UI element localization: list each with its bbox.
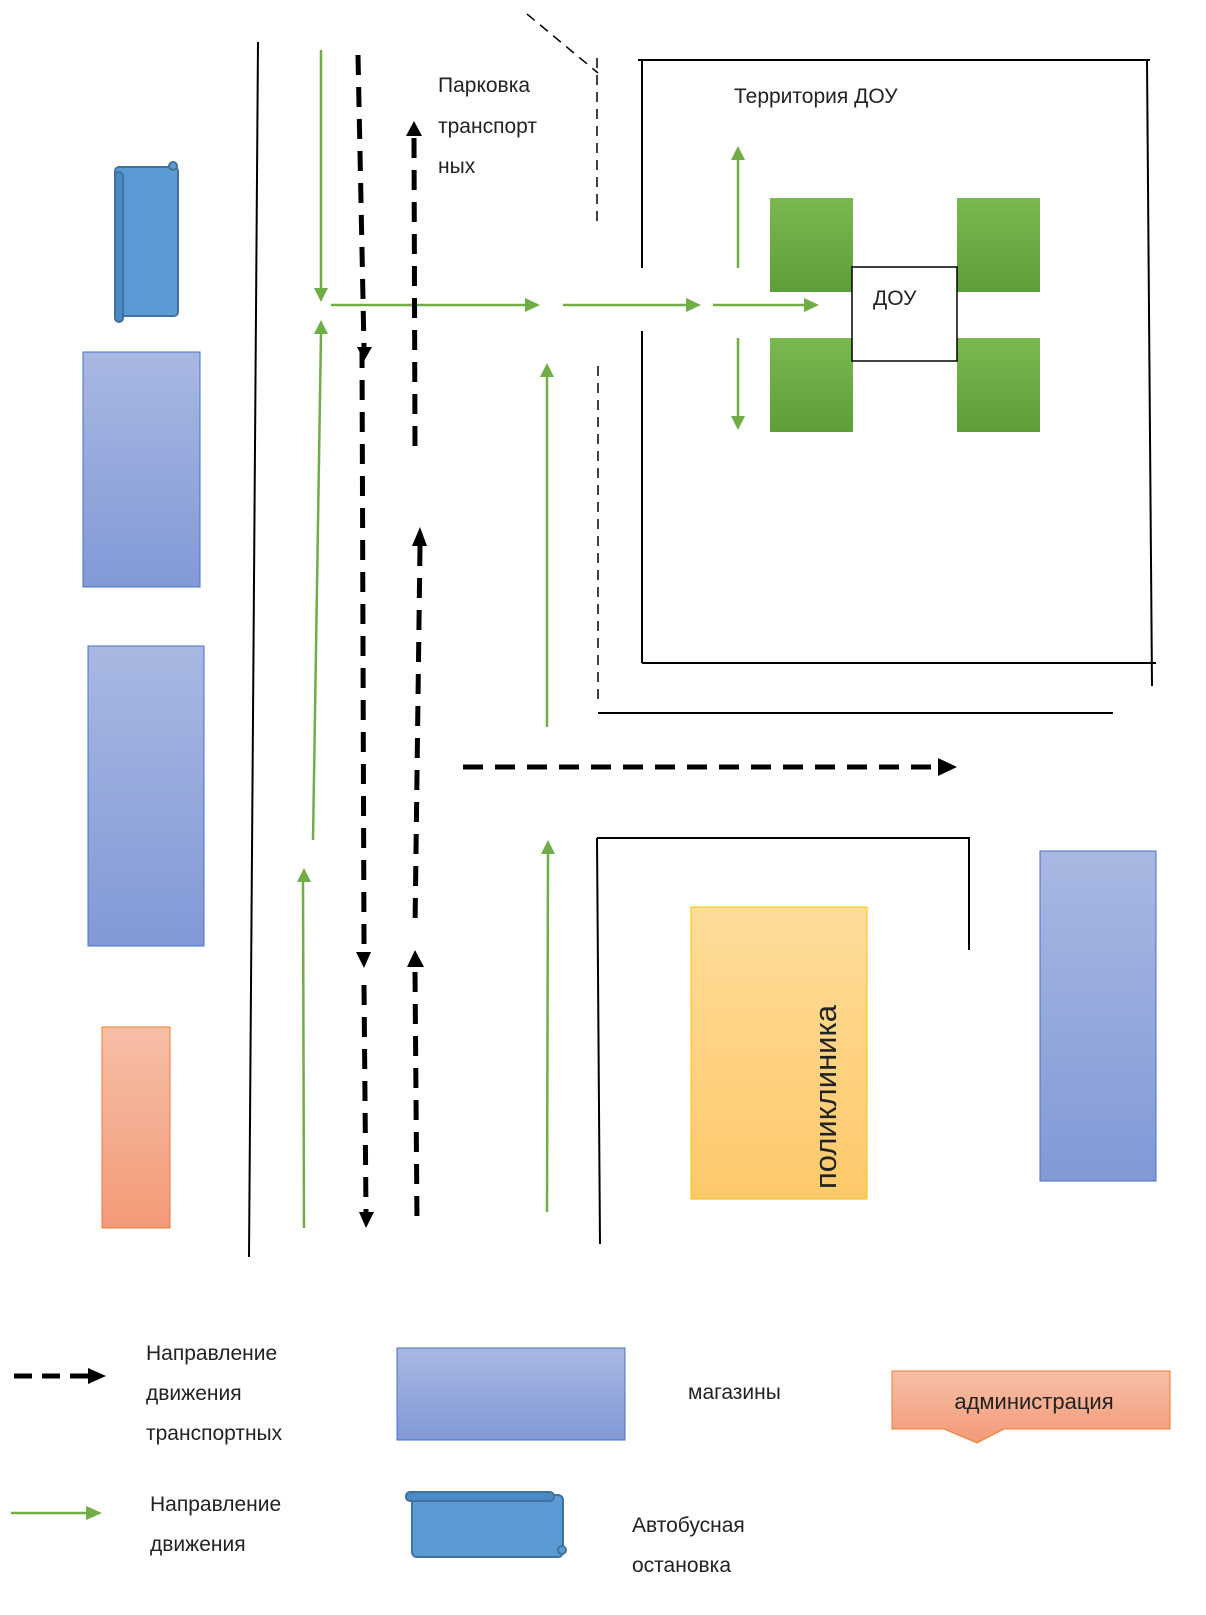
legend-pedestrian-arrow-head: [86, 1506, 102, 1520]
legend-shop-swatch: [396, 1347, 626, 1441]
dou-territory-boundary: [638, 59, 1156, 687]
vehicle-arrow-heads: [356, 121, 957, 1228]
parking-label-line1: Парковка: [438, 74, 530, 97]
legend-bus-stop-line2: остановка: [632, 1554, 731, 1577]
legend-admin-label: администрация: [954, 1389, 1113, 1414]
bus-stop-icon: [114, 161, 179, 323]
legend-bus-stop-line1: Автобусная: [632, 1514, 745, 1537]
pedestrian-arrows: [297, 50, 819, 1229]
legend-pedestrians-line1: Направление: [150, 1493, 281, 1516]
vehicle-arrows: [355, 54, 938, 1223]
legend-vehicles-line2: движения: [146, 1382, 242, 1405]
polyclinic-label: поликлиника: [808, 1004, 843, 1189]
shop-building-1: [82, 351, 201, 588]
green-area-top-right: [957, 198, 1040, 292]
parking-dash-diagonal: [526, 13, 599, 74]
green-area-bottom-left: [770, 338, 853, 432]
green-area-bottom-right: [957, 338, 1040, 432]
parking-label-line3: ных: [438, 155, 476, 178]
legend-vehicles-line1: Направление: [146, 1342, 277, 1365]
legend-bus-stop-icon: [405, 1491, 567, 1558]
administration-building: [101, 1026, 171, 1229]
legend-admin-callout: [891, 1370, 1171, 1444]
legend-shops-label: магазины: [688, 1381, 781, 1404]
clinic-yard-boundary: [596, 837, 970, 1245]
green-area-top-left: [770, 198, 853, 292]
road-edge-left: [248, 41, 259, 1258]
parking-label-line2: транспорт: [438, 115, 537, 138]
shop-building-2: [87, 645, 205, 947]
dou-territory-label: Территория ДОУ: [734, 85, 898, 108]
legend-vehicles-line3: транспортных: [146, 1422, 283, 1445]
legend-vehicle-arrow-head: [88, 1368, 106, 1384]
legend: Направление движения транспортных магази…: [11, 1342, 1171, 1577]
dou-building: [851, 266, 958, 362]
polyclinic-building: [690, 906, 868, 1200]
shop-building-3: [1039, 850, 1157, 1182]
legend-pedestrians-line2: движения: [150, 1533, 246, 1556]
dou-label: ДОУ: [873, 287, 917, 310]
